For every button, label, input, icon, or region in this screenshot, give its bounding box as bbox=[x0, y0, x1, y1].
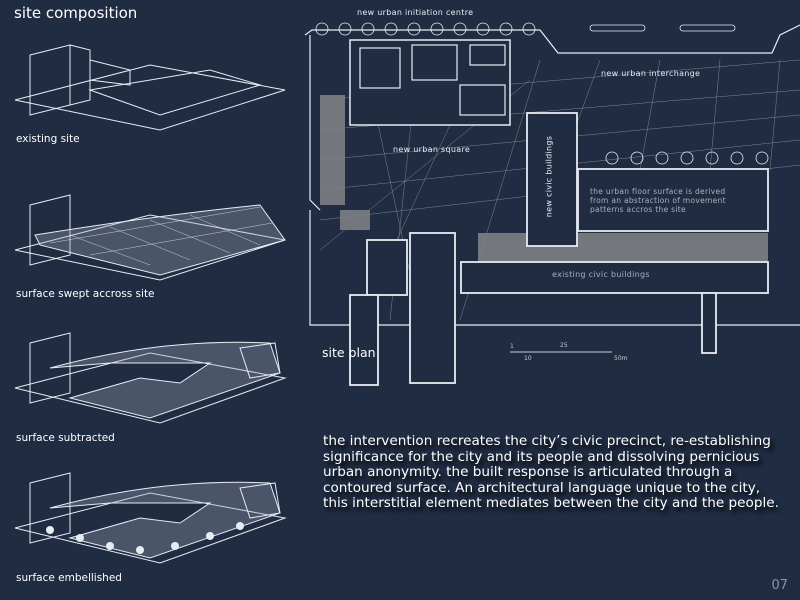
scale-tick-1: 1 bbox=[510, 343, 514, 350]
surface-swept-drawing bbox=[14, 194, 286, 281]
label-note-line-1: the urban floor surface is derived bbox=[590, 187, 726, 196]
step-caption-surface-embellished: surface embellished bbox=[16, 572, 122, 584]
description-text: the intervention recreates the city’s ci… bbox=[323, 433, 779, 512]
scale-tick-50m: 50m bbox=[614, 355, 628, 362]
page-number: 07 bbox=[771, 578, 788, 593]
existing-site-drawing bbox=[14, 44, 286, 131]
label-new-civic-buildings: new civic buildings bbox=[544, 135, 554, 218]
site-plan-drawing bbox=[304, 22, 800, 386]
surface-embellished-drawing bbox=[14, 472, 287, 564]
label-note-line-2: from an abstraction of movement bbox=[590, 196, 726, 205]
label-note-line-3: patterns accros the site bbox=[590, 205, 686, 214]
step-caption-surface-subtracted: surface subtracted bbox=[16, 432, 115, 444]
scale-tick-25: 25 bbox=[560, 342, 568, 349]
surface-subtracted-drawing bbox=[14, 332, 287, 424]
board-title: site composition bbox=[14, 4, 138, 22]
label-new-urban-interchange: new urban interchange bbox=[601, 69, 701, 78]
label-existing-civic-buildings: existing civic buildings bbox=[552, 270, 650, 279]
scale-tick-10: 10 bbox=[524, 355, 532, 362]
site-plan-label: site plan bbox=[322, 345, 376, 360]
step-caption-existing-site: existing site bbox=[16, 133, 80, 145]
label-new-urban-square: new urban square bbox=[393, 145, 471, 154]
step-caption-surface-swept: surface swept accross site bbox=[16, 288, 155, 300]
label-new-urban-initiation-centre: new urban initiation centre bbox=[357, 8, 474, 17]
